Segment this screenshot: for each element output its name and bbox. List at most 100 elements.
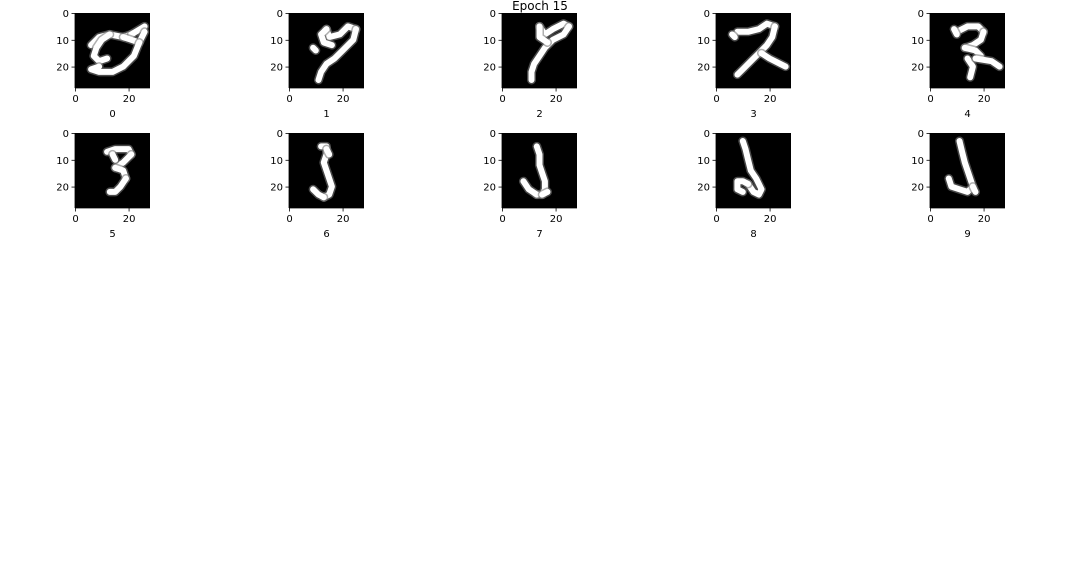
stroke (520, 178, 540, 198)
x-tick-label: 0 (286, 94, 292, 105)
digit-strokes (518, 141, 552, 200)
y-tick-label: 20 (270, 63, 283, 74)
y-tick-label: 10 (483, 156, 496, 167)
stroke (758, 50, 789, 70)
stroke (739, 138, 765, 198)
stroke (734, 20, 778, 35)
stroke (310, 186, 327, 201)
y-tick-label: 0 (490, 129, 496, 140)
y-tick-label: 20 (911, 63, 924, 74)
y-tick-label: 0 (490, 9, 496, 20)
y-tick-label: 10 (56, 156, 69, 167)
panel-1: 0 10 20 0 20 1 (270, 9, 364, 120)
stroke (969, 183, 979, 195)
y-tick-label: 0 (704, 129, 710, 140)
x-tick-label: 20 (550, 214, 563, 225)
y-tick-label: 0 (63, 9, 69, 20)
stroke (972, 55, 1003, 70)
y-tick-label: 20 (56, 183, 69, 194)
y-tick-label: 10 (56, 36, 69, 47)
digit-strokes (949, 21, 1005, 82)
x-tick-label: 0 (499, 214, 505, 225)
panel-label: 0 (109, 109, 115, 120)
digit-strokes (727, 19, 791, 80)
panel-label: 1 (323, 109, 329, 120)
digit-strokes (308, 21, 361, 85)
panel-label: 9 (964, 229, 970, 240)
x-tick-label: 0 (927, 94, 933, 105)
y-tick-label: 10 (911, 36, 924, 47)
digit-strokes (527, 19, 574, 85)
stroke (109, 151, 119, 163)
panel-2: 0 10 20 0 20 2 (483, 9, 577, 120)
x-tick-label: 0 (499, 94, 505, 105)
y-tick-label: 10 (697, 156, 710, 167)
y-tick-label: 20 (56, 63, 69, 74)
y-tick-label: 20 (270, 183, 283, 194)
x-tick-label: 20 (764, 214, 777, 225)
stroke (961, 44, 984, 59)
y-tick-label: 0 (918, 129, 924, 140)
stroke (536, 23, 551, 46)
panel-label: 7 (536, 229, 542, 240)
x-tick-label: 20 (764, 94, 777, 105)
x-tick-label: 0 (927, 214, 933, 225)
y-tick-label: 20 (483, 183, 496, 194)
digit-strokes (308, 141, 337, 202)
stroke (729, 31, 738, 41)
y-tick-label: 10 (270, 36, 283, 47)
stroke (88, 39, 143, 75)
figure-title: Epoch 15 (512, 0, 568, 13)
stroke (539, 188, 551, 198)
y-tick-label: 20 (483, 63, 496, 74)
panel-5: 0 10 20 0 20 5 (56, 129, 150, 240)
x-tick-label: 20 (978, 94, 991, 105)
stroke (964, 55, 976, 81)
panel-label: 8 (750, 229, 756, 240)
y-tick-label: 20 (911, 183, 924, 194)
stroke (106, 175, 129, 195)
x-tick-label: 20 (978, 214, 991, 225)
x-tick-label: 0 (713, 214, 719, 225)
x-tick-label: 0 (72, 214, 78, 225)
panel-0: 0 10 20 0 20 0 (56, 9, 150, 120)
panel-label: 5 (109, 229, 115, 240)
stroke (315, 26, 359, 83)
y-tick-label: 0 (704, 9, 710, 20)
x-tick-label: 20 (337, 214, 350, 225)
x-tick-label: 20 (550, 94, 563, 105)
digit-strokes (102, 144, 136, 197)
stroke (951, 26, 960, 38)
y-tick-label: 10 (483, 36, 496, 47)
x-tick-label: 20 (123, 214, 136, 225)
digit-strokes (944, 136, 980, 197)
y-tick-label: 10 (697, 36, 710, 47)
image-background (716, 13, 791, 88)
digit-strokes (732, 136, 766, 200)
x-tick-label: 0 (72, 94, 78, 105)
x-tick-label: 0 (713, 94, 719, 105)
y-tick-label: 0 (63, 129, 69, 140)
stroke (528, 23, 572, 83)
panel-9: 0 10 20 0 20 9 (911, 129, 1005, 240)
stroke (318, 26, 335, 49)
stroke (323, 146, 333, 158)
y-tick-label: 0 (918, 9, 924, 20)
y-tick-label: 0 (277, 129, 283, 140)
panel-label: 2 (536, 109, 542, 120)
stroke (734, 178, 752, 195)
panel-label: 4 (964, 109, 970, 120)
y-tick-label: 0 (277, 9, 283, 20)
stroke (310, 44, 319, 54)
panel-label: 3 (750, 109, 756, 120)
y-tick-label: 10 (911, 156, 924, 167)
x-tick-label: 20 (123, 94, 136, 105)
x-tick-label: 0 (286, 214, 292, 225)
x-tick-label: 20 (337, 94, 350, 105)
panel-4: 0 10 20 0 20 4 (911, 9, 1005, 120)
stroke (323, 23, 359, 41)
stroke (128, 23, 148, 38)
